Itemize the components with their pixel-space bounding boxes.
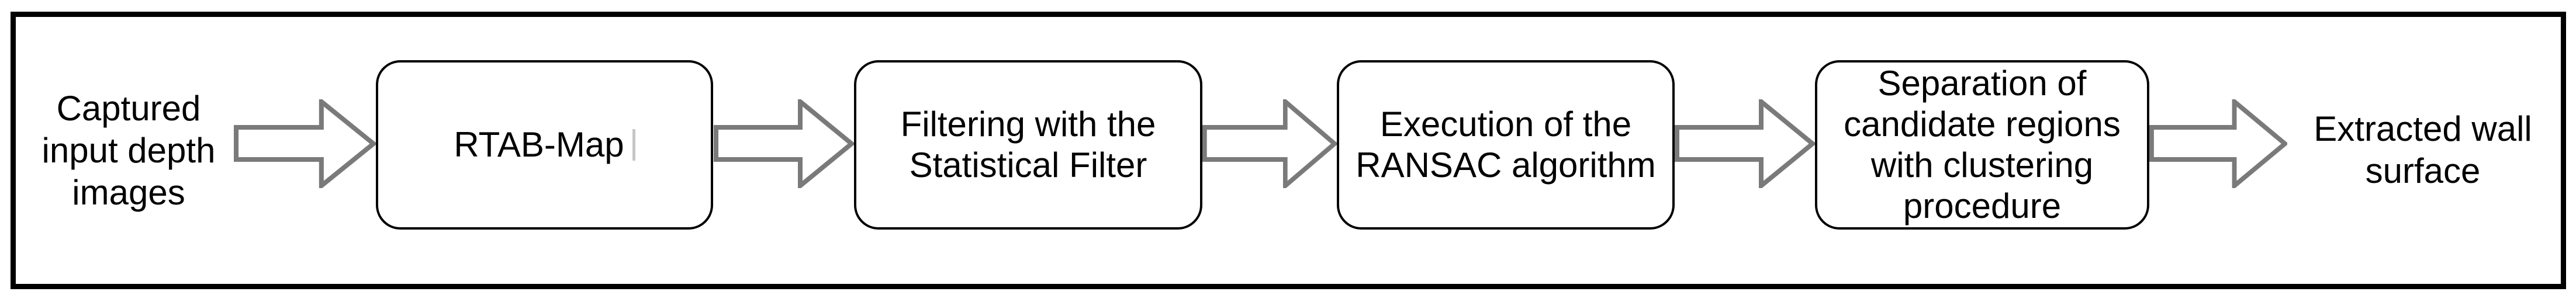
flow-step-label: Filtering with the Statistical Filter <box>900 105 1156 185</box>
flow-step-box-rtab-map: RTAB-Map <box>376 60 713 230</box>
input-label: Captured input depth images <box>42 89 216 212</box>
flow-step-box-statistical-filter: Filtering with the Statistical Filter <box>854 60 1202 230</box>
right-arrow-icon <box>234 99 376 188</box>
output-label: Extracted wall surface <box>2314 109 2532 190</box>
right-arrow-icon <box>1202 99 1337 188</box>
flow-step-box-ransac: Execution of the RANSAC algorithm <box>1337 60 1675 230</box>
text-caret-artifact <box>632 129 635 161</box>
flow-step-box-clustering: Separation of candidate regions with clu… <box>1815 60 2149 230</box>
flow-step-label: RTAB-Map <box>454 125 624 164</box>
right-arrow-icon <box>2149 99 2287 188</box>
right-arrow-icon <box>714 99 854 188</box>
right-arrow-icon <box>1675 99 1815 188</box>
flow-step-label: Separation of candidate regions with clu… <box>1844 64 2121 225</box>
flow-step-label: Execution of the RANSAC algorithm <box>1356 105 1656 185</box>
